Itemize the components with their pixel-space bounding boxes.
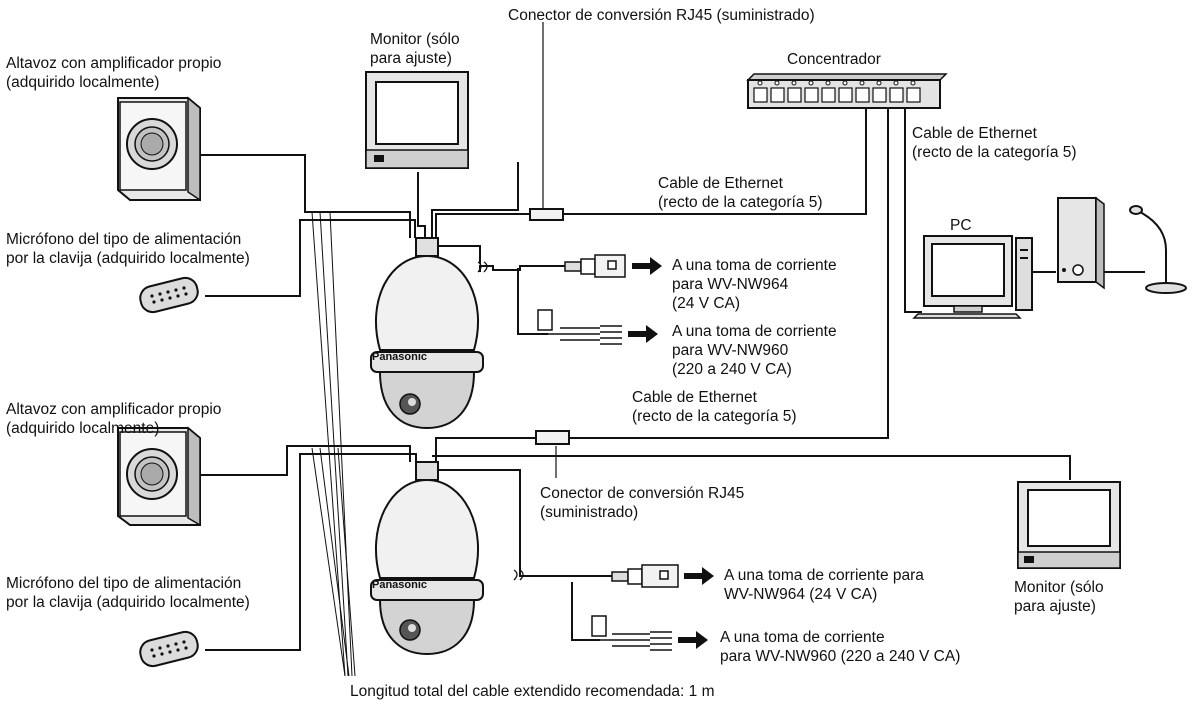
power-top-cable xyxy=(432,245,481,264)
power-plug-icon xyxy=(537,309,622,345)
camera-brand-label: Panasonic xyxy=(372,579,427,591)
pc-icon xyxy=(912,235,1033,319)
monitor-icon xyxy=(365,71,469,169)
arrow-right-icon xyxy=(632,257,662,275)
microphone-icon xyxy=(139,276,199,314)
power-plug-icon xyxy=(591,615,672,651)
monitor-bottom-cable xyxy=(432,455,1071,480)
monitor-icon xyxy=(1017,481,1121,569)
ethernet-hub-bottom-cable xyxy=(570,88,889,439)
speaker-icon xyxy=(117,426,201,527)
speaker-icon xyxy=(117,96,201,202)
dome-camera-icon: Panasonic xyxy=(370,461,484,656)
power-bottom-cable xyxy=(432,469,612,577)
arrow-right-icon xyxy=(678,631,708,649)
ethernet-top-label: Cable de Ethernet(recto de la categoría … xyxy=(658,175,823,211)
rj45-connector-label-bottom: Conector de conversión RJ45(suministrado… xyxy=(540,485,745,521)
rj45-connector-icon xyxy=(529,208,564,221)
monitor-top-cable xyxy=(417,172,426,238)
power-plug-icon xyxy=(611,564,679,588)
mic-bottom-cable xyxy=(205,453,417,651)
speaker-icon xyxy=(1057,196,1105,290)
ethernet-bottom-cable xyxy=(435,437,536,462)
dome-camera-icon: Panasonic xyxy=(370,237,484,430)
rj45-connector-label-top: Conector de conversión RJ45 (suministrad… xyxy=(508,7,815,24)
hub-label: Concentrador xyxy=(787,51,881,68)
cable-length-label: Longitud total del cable extendido recom… xyxy=(350,683,715,700)
ethernet-hub-pc-cable xyxy=(904,88,922,313)
power-plug-icon xyxy=(564,254,626,278)
arrow-right-icon xyxy=(628,325,658,343)
ethernet-top-cable xyxy=(435,213,530,238)
ethernet-hub-pc-label: Cable de Ethernet(recto de la categoría … xyxy=(912,125,1077,161)
speaker-label-top: Altavoz con amplificador propio(adquirid… xyxy=(6,55,222,91)
microphone-icon xyxy=(139,630,199,668)
speaker-label-bottom: Altavoz con amplificador propio(adquirid… xyxy=(6,401,222,437)
camera-brand-label: Panasonic xyxy=(372,351,427,363)
pc-label: PC xyxy=(950,217,972,234)
arrow-right-icon xyxy=(684,567,714,585)
hub-icon xyxy=(746,73,948,109)
microphone-icon xyxy=(1129,205,1187,294)
speaker-bottom-cable xyxy=(200,445,411,476)
mic-top-cable xyxy=(205,219,416,297)
rj45-connector-icon xyxy=(535,430,570,445)
ethernet-bottom-label: Cable de Ethernet(recto de la categoría … xyxy=(632,389,797,425)
